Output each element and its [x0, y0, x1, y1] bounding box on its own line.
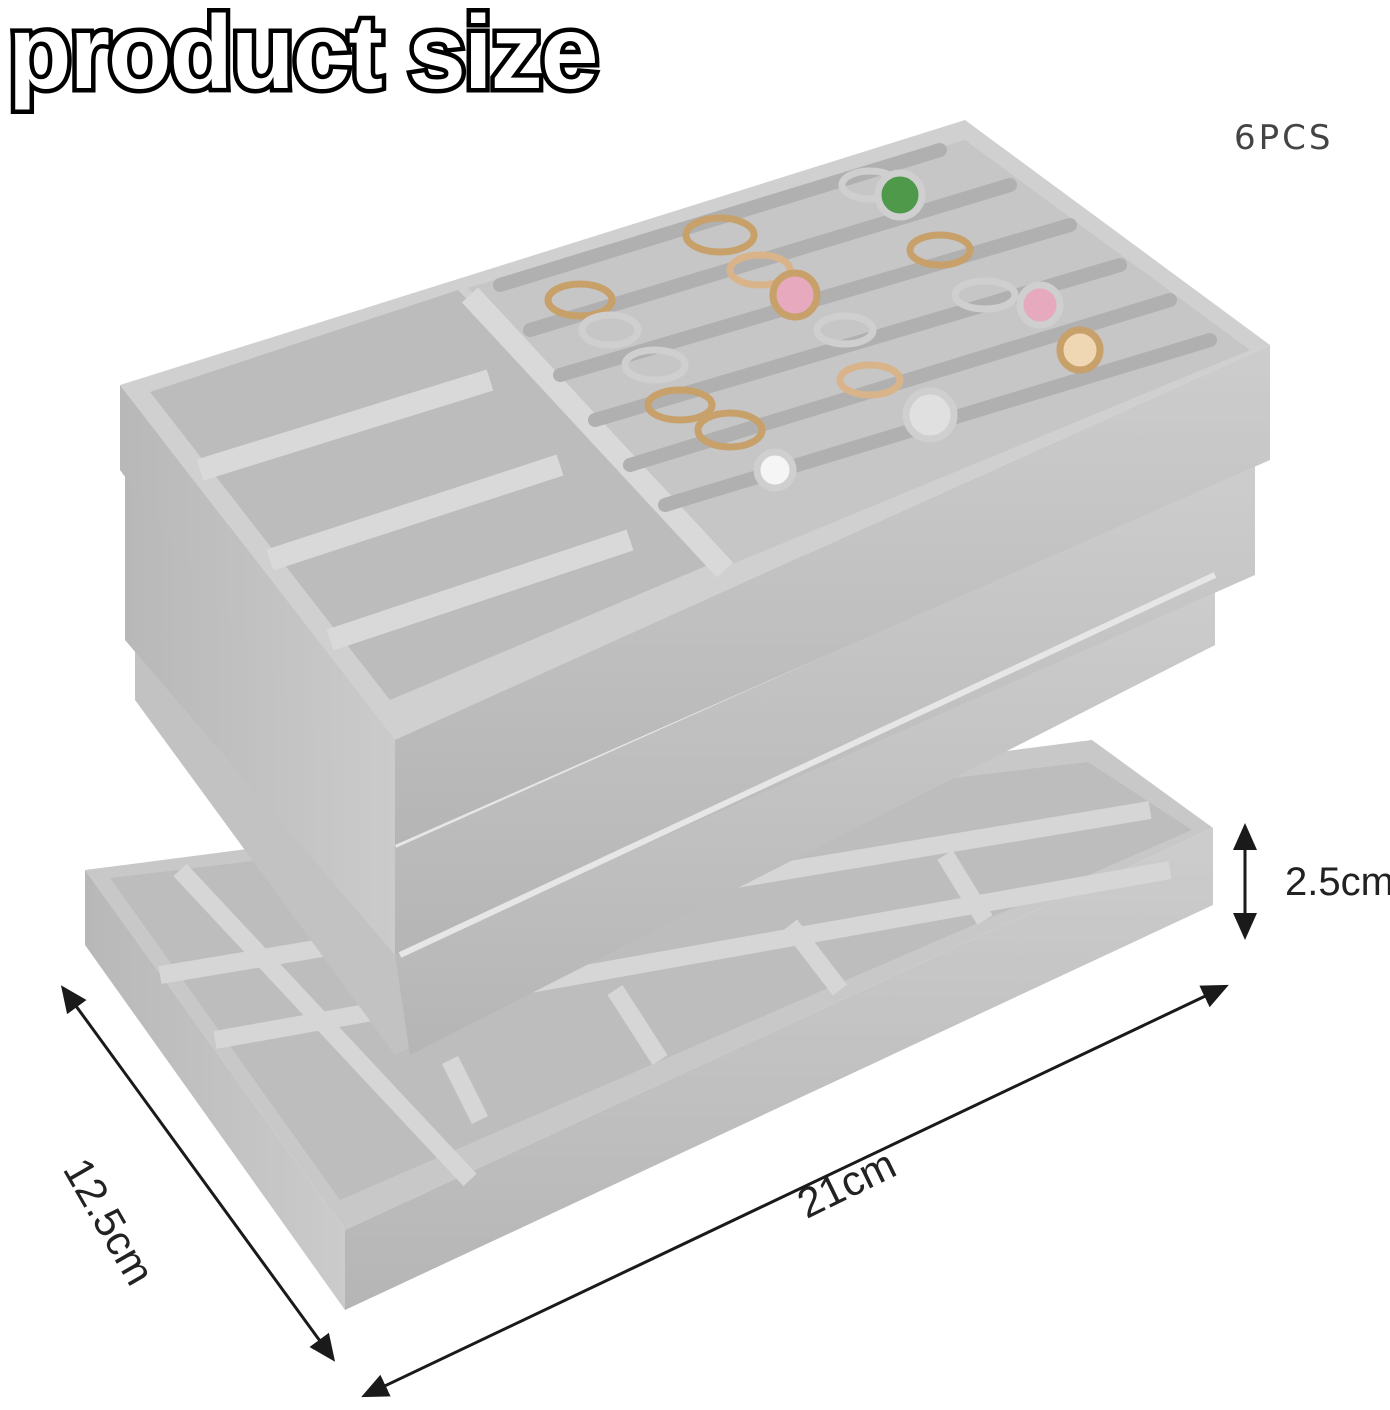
- height-label: 2.5cm: [1285, 860, 1390, 904]
- dimension-arrows: [60, 823, 1257, 1398]
- depth-arrow: [60, 985, 336, 1362]
- top-ring-tray: [120, 120, 1270, 845]
- quantity-label: 6PCS: [1234, 118, 1334, 158]
- page-title: product size: [4, 0, 604, 115]
- rings: [544, 167, 1104, 492]
- width-arrow: [361, 984, 1229, 1398]
